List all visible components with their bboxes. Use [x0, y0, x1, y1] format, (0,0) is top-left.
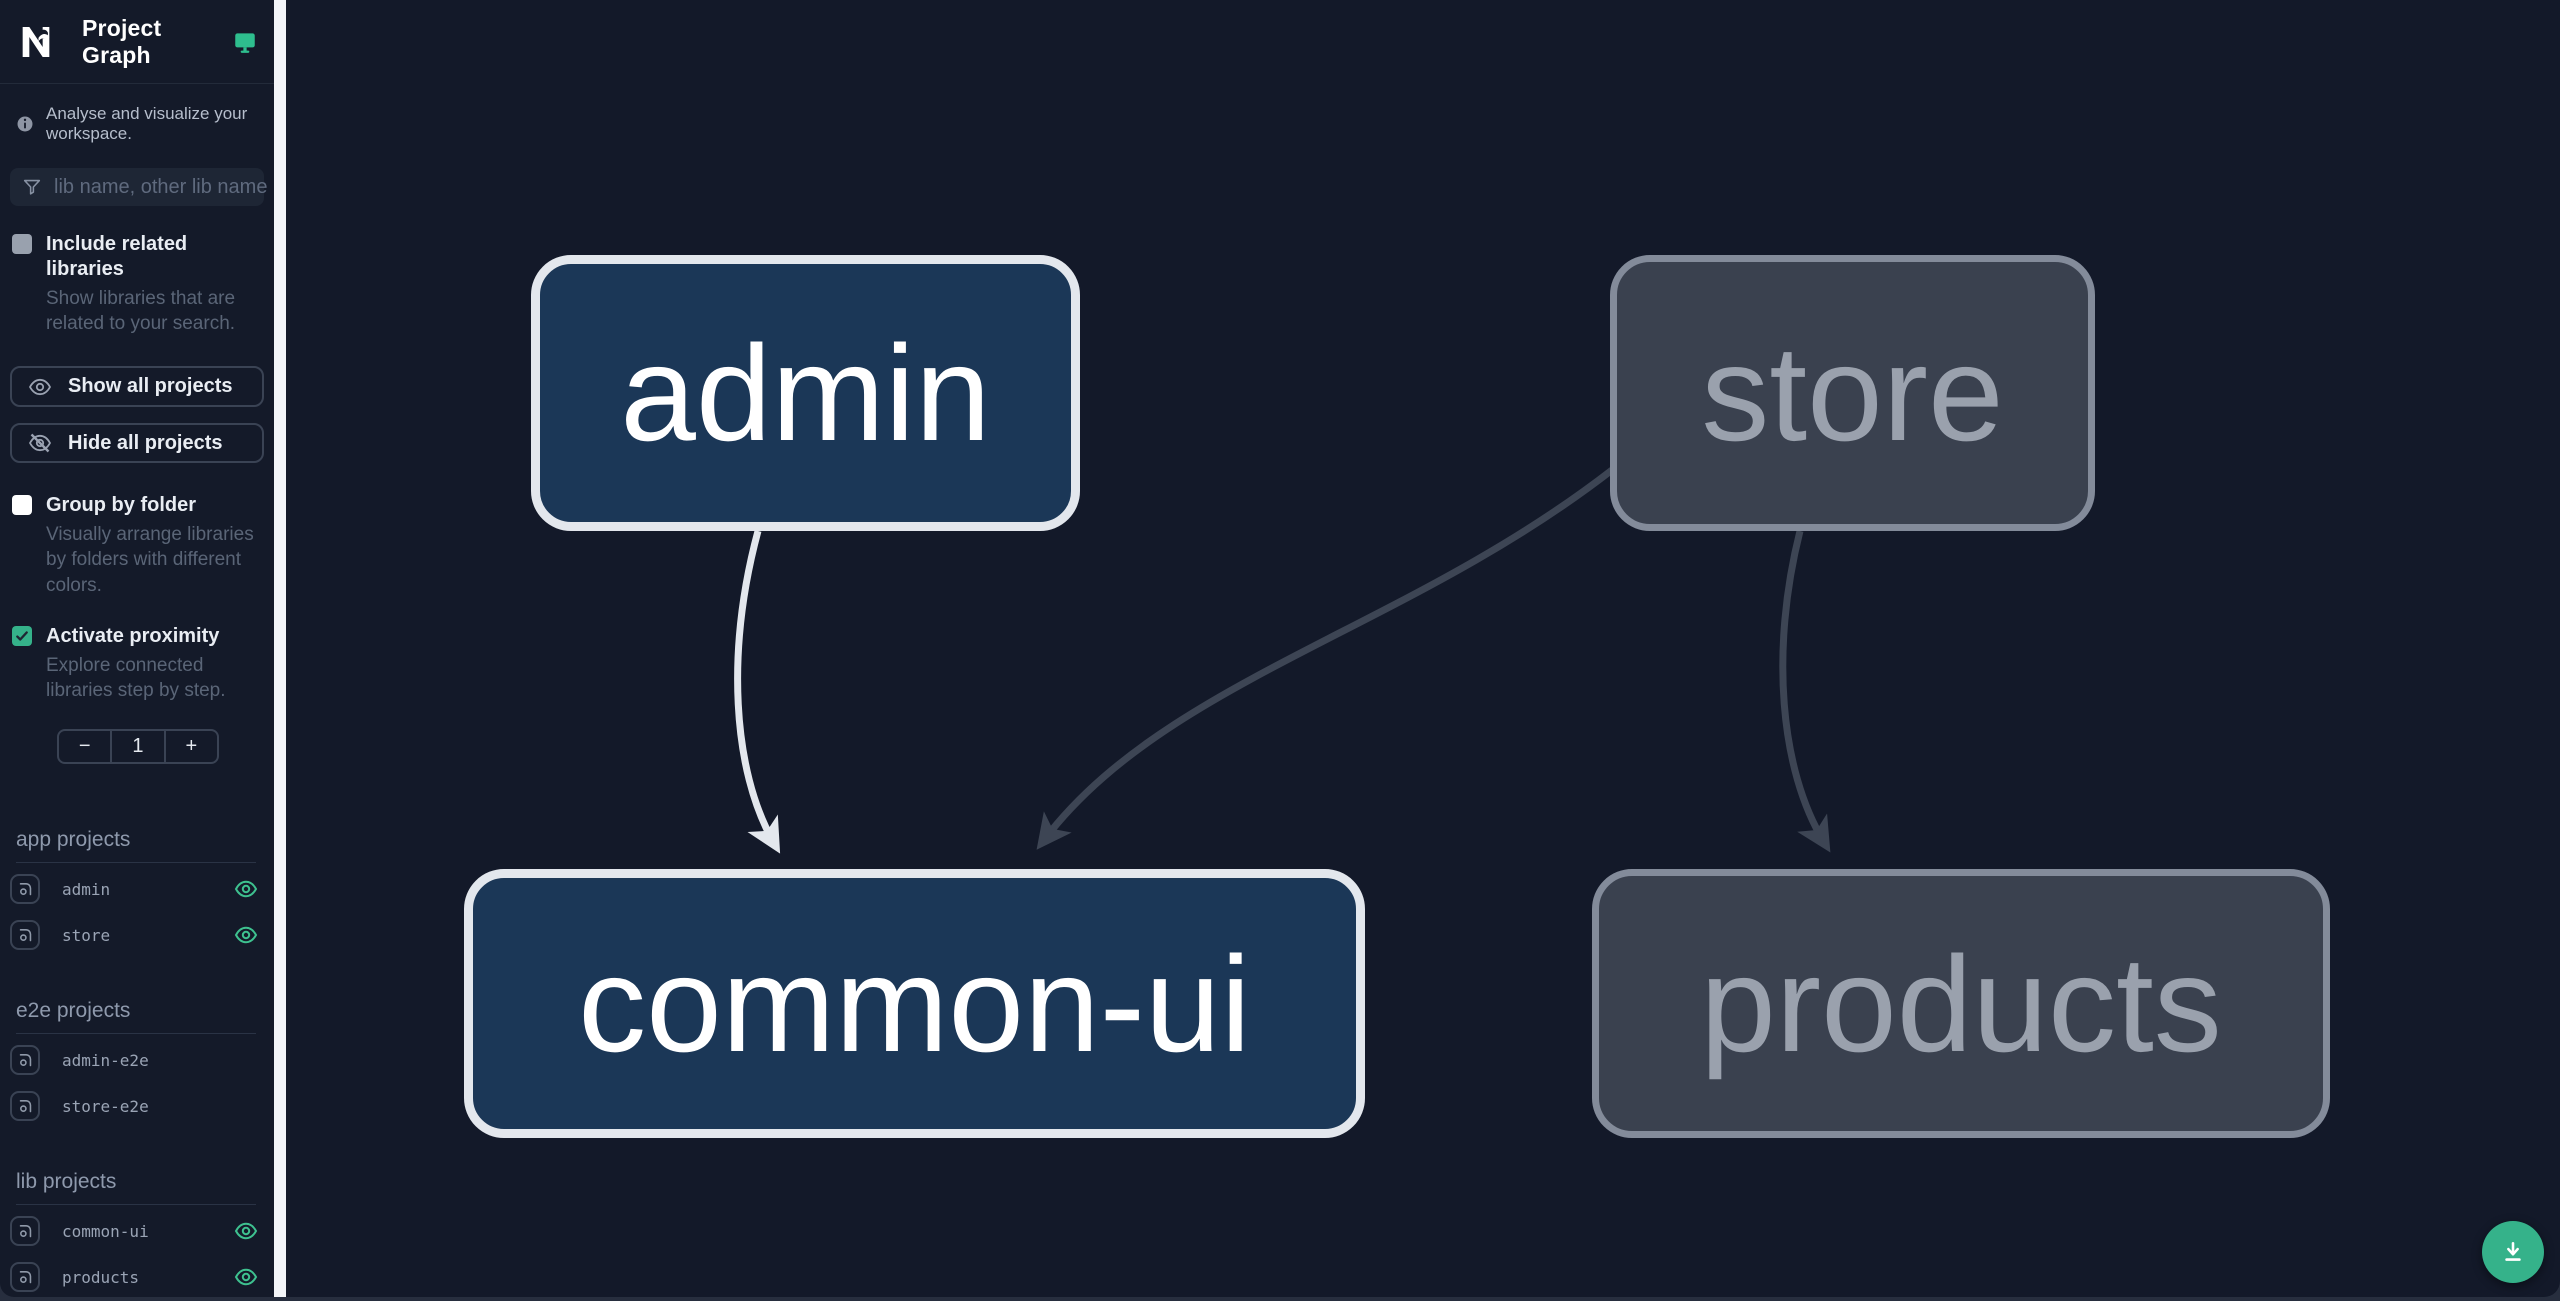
section-lib-projects: lib projects common-ui	[0, 1170, 274, 1297]
group-by-folder-label: Group by folder	[46, 494, 196, 517]
project-name: store-e2e	[62, 1096, 149, 1116]
project-row-store[interactable]: store	[0, 915, 274, 955]
project-name: common-ui	[62, 1221, 149, 1241]
project-name: store	[62, 925, 111, 945]
page-title: Project Graph	[82, 14, 162, 68]
include-related-checkbox[interactable]	[12, 234, 32, 255]
project-row-store-e2e[interactable]: store-e2e	[0, 1086, 274, 1126]
tagline-text: Analyse and visualize your workspace.	[46, 104, 248, 143]
proximity-decrement-button[interactable]: −	[78, 734, 91, 757]
tagline-row: Analyse and visualize your workspace.	[0, 84, 274, 144]
project-row-admin[interactable]: admin	[0, 869, 274, 909]
section-header: app projects	[16, 828, 256, 863]
project-icon	[10, 874, 40, 904]
hide-all-projects-label: Hide all projects	[68, 431, 223, 454]
activate-proximity-label: Activate proximity	[46, 624, 220, 647]
section-e2e-projects: e2e projects admin-e2e store-e2e	[0, 999, 274, 1126]
eye-off-icon	[28, 431, 52, 455]
node-label: common-ui	[578, 927, 1251, 1080]
project-name: admin	[62, 879, 111, 899]
project-icon	[10, 920, 40, 950]
nx-logo-icon	[16, 22, 56, 62]
group-by-folder-checkbox[interactable]	[12, 495, 32, 516]
show-all-projects-label: Show all projects	[68, 375, 233, 398]
include-related-label: Include related libraries	[46, 233, 188, 281]
info-icon	[16, 115, 34, 133]
download-icon	[2499, 1238, 2527, 1266]
section-header: e2e projects	[16, 999, 256, 1034]
filter-funnel-icon	[10, 176, 54, 198]
edge-store-to-common-ui[interactable]	[1036, 467, 1615, 850]
option-include-related[interactable]: Include related libraries Show libraries…	[0, 232, 274, 336]
option-activate-proximity[interactable]: Activate proximity Explore connected lib…	[0, 624, 274, 703]
proximity-stepper: − 1 +	[57, 728, 219, 764]
sidebar-header: Project Graph	[0, 0, 274, 84]
section-app-projects: app projects admin	[0, 828, 274, 955]
show-all-projects-button[interactable]: Show all projects	[10, 366, 264, 407]
eye-icon	[28, 375, 52, 399]
proximity-increment-button[interactable]: +	[163, 730, 217, 762]
group-by-folder-description: Visually arrange libraries by folders wi…	[46, 524, 254, 596]
graph-canvas[interactable]: admin store common-ui products	[286, 0, 2560, 1297]
project-icon	[10, 1216, 40, 1246]
graph-node-products[interactable]: products	[1592, 869, 2330, 1138]
sidebar: Project Graph Analyse and visualize your…	[0, 0, 274, 1297]
option-group-by-folder[interactable]: Group by folder Visually arrange librari…	[0, 493, 274, 597]
proximity-value: 1	[110, 730, 163, 762]
search-input[interactable]	[54, 175, 274, 199]
project-icon	[10, 1262, 40, 1292]
project-row-common-ui[interactable]: common-ui	[0, 1211, 274, 1251]
edges-layer	[734, 467, 1831, 854]
section-header: lib projects	[16, 1170, 256, 1205]
activate-proximity-checkbox[interactable]	[12, 625, 32, 646]
download-image-button[interactable]	[2482, 1221, 2544, 1283]
project-row-products[interactable]: products	[0, 1257, 274, 1297]
project-name: admin-e2e	[62, 1050, 149, 1070]
graph-node-store[interactable]: store	[1610, 255, 2095, 531]
sidebar-canvas-divider	[274, 0, 286, 1297]
node-label: store	[1701, 317, 2004, 469]
project-row-admin-e2e[interactable]: admin-e2e	[0, 1040, 274, 1080]
toggle-visibility-eye-icon[interactable]	[234, 923, 258, 947]
monitor-icon[interactable]	[232, 29, 258, 55]
toggle-visibility-eye-icon[interactable]	[234, 1219, 258, 1243]
edge-store-to-products[interactable]	[1779, 530, 1831, 853]
project-icon	[10, 1045, 40, 1075]
activate-proximity-description: Explore connected libraries step by step…	[46, 654, 226, 701]
edge-admin-to-common-ui[interactable]	[734, 530, 781, 854]
search-box	[10, 168, 274, 207]
toggle-visibility-eye-icon[interactable]	[234, 1265, 258, 1289]
toggle-visibility-eye-icon[interactable]	[234, 877, 258, 901]
include-related-description: Show libraries that are related to your …	[46, 288, 236, 335]
node-label: products	[1700, 927, 2222, 1080]
project-name: products	[62, 1267, 140, 1287]
graph-node-admin[interactable]: admin	[531, 255, 1080, 531]
node-label: admin	[620, 317, 991, 469]
graph-node-common-ui[interactable]: common-ui	[464, 869, 1365, 1138]
project-icon	[10, 1091, 40, 1121]
hide-all-projects-button[interactable]: Hide all projects	[10, 422, 264, 464]
